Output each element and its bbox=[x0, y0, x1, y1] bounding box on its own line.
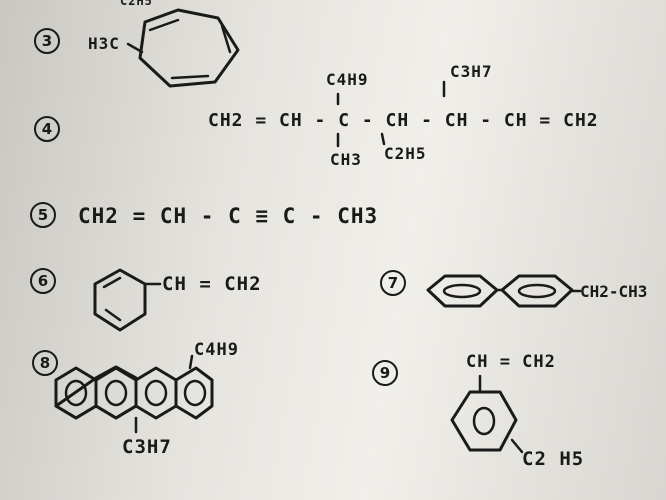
label-3-c2h5: C2H5 bbox=[120, 0, 153, 8]
structure-3-ring bbox=[126, 8, 240, 88]
item-number-7: 7 bbox=[380, 270, 406, 296]
label-4-main-chain: CH2 = CH - C - CH - CH - CH = CH2 bbox=[208, 110, 599, 131]
label-8-c4h9: C4H9 bbox=[194, 340, 239, 360]
label-6-vinyl: CH = CH2 bbox=[162, 273, 262, 295]
structure-7-rings bbox=[426, 274, 582, 308]
item-number-3: 3 bbox=[34, 28, 60, 54]
structure-8-rings bbox=[54, 354, 214, 434]
item-number-6: 6 bbox=[30, 268, 56, 294]
item-number-9: 9 bbox=[372, 360, 398, 386]
label-8-c3h7: C3H7 bbox=[122, 436, 172, 458]
item-number-4: 4 bbox=[34, 116, 60, 142]
label-9-vinyl: CH = CH2 bbox=[466, 352, 556, 372]
item-number-5: 5 bbox=[30, 202, 56, 228]
label-4-c4h9: C4H9 bbox=[326, 70, 369, 89]
item-number-8: 8 bbox=[32, 350, 58, 376]
label-4-ch3: CH3 bbox=[330, 150, 362, 169]
label-4-c2h5: C2H5 bbox=[384, 144, 427, 163]
label-9-c2h5: C2 H5 bbox=[522, 448, 585, 470]
structure-4-bonds bbox=[336, 80, 446, 148]
label-7-ethyl: CH2-CH3 bbox=[580, 282, 648, 301]
structure-9-ring bbox=[450, 374, 524, 454]
label-3-h3c: H3C bbox=[88, 34, 120, 53]
structure-6-ring bbox=[93, 268, 162, 332]
label-4-c3h7: C3H7 bbox=[450, 62, 493, 81]
label-5-chain: CH2 = CH - C ≡ C - CH3 bbox=[78, 204, 379, 228]
